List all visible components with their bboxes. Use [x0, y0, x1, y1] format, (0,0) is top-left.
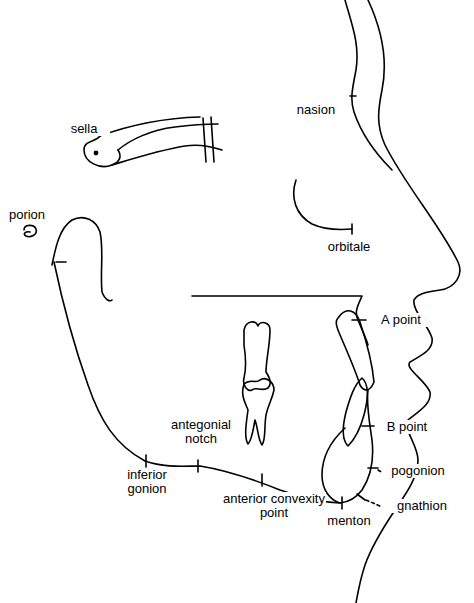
- landmark-label: gnathion: [386, 499, 458, 513]
- landmark-label: B point: [376, 420, 438, 434]
- landmark-label: nasion: [290, 103, 342, 117]
- landmark-label: inferior gonion: [114, 468, 180, 497]
- landmark-label: A point: [370, 313, 432, 327]
- landmark-label: orbitale: [318, 240, 380, 254]
- landmark-label: sella: [58, 122, 110, 136]
- landmark-label: porion: [3, 208, 51, 222]
- landmark-label: pogonion: [382, 464, 454, 478]
- landmark-label: anterior convexity point: [222, 492, 326, 521]
- landmark-label: menton: [322, 514, 376, 528]
- landmark-label: antegonial notch: [162, 418, 240, 447]
